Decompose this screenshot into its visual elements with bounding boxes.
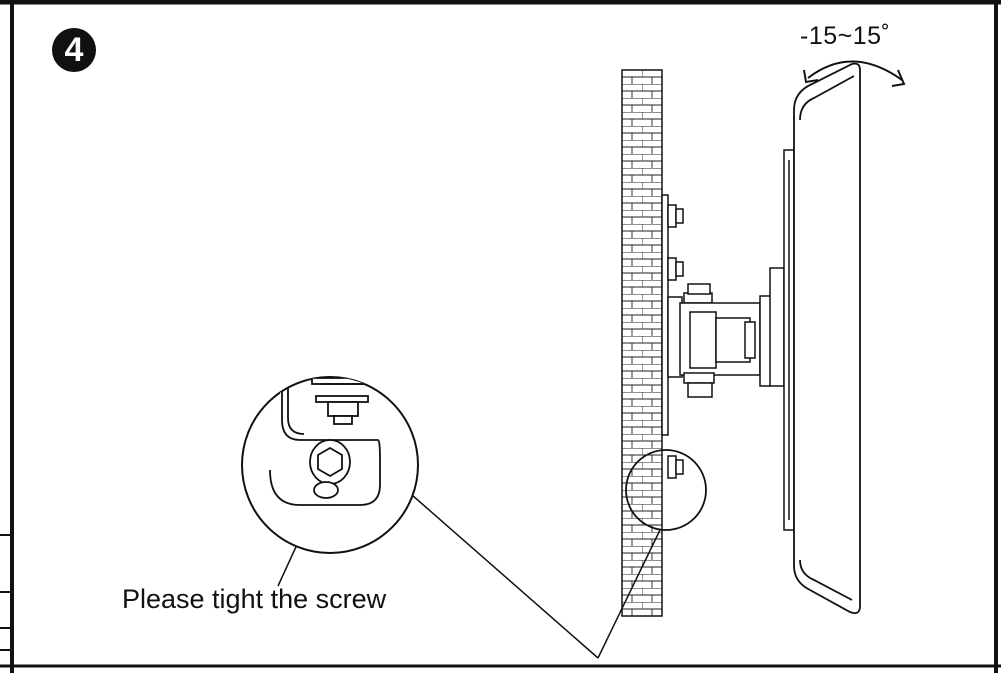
screen-bracket [783, 149, 795, 531]
wall-plate [661, 194, 684, 479]
magnified-detail [241, 376, 419, 554]
tilt-arrow-icon [803, 60, 906, 87]
tilt-arm [667, 267, 785, 398]
display-panel [793, 62, 861, 615]
wall [621, 69, 663, 617]
tilt-range-label: -15~15˚ [800, 22, 891, 50]
step-number-badge: 4 [52, 28, 96, 72]
callout-caption: Please tight the screw [122, 584, 387, 614]
detail-target-circle [625, 449, 707, 531]
edge-marks [0, 534, 10, 651]
